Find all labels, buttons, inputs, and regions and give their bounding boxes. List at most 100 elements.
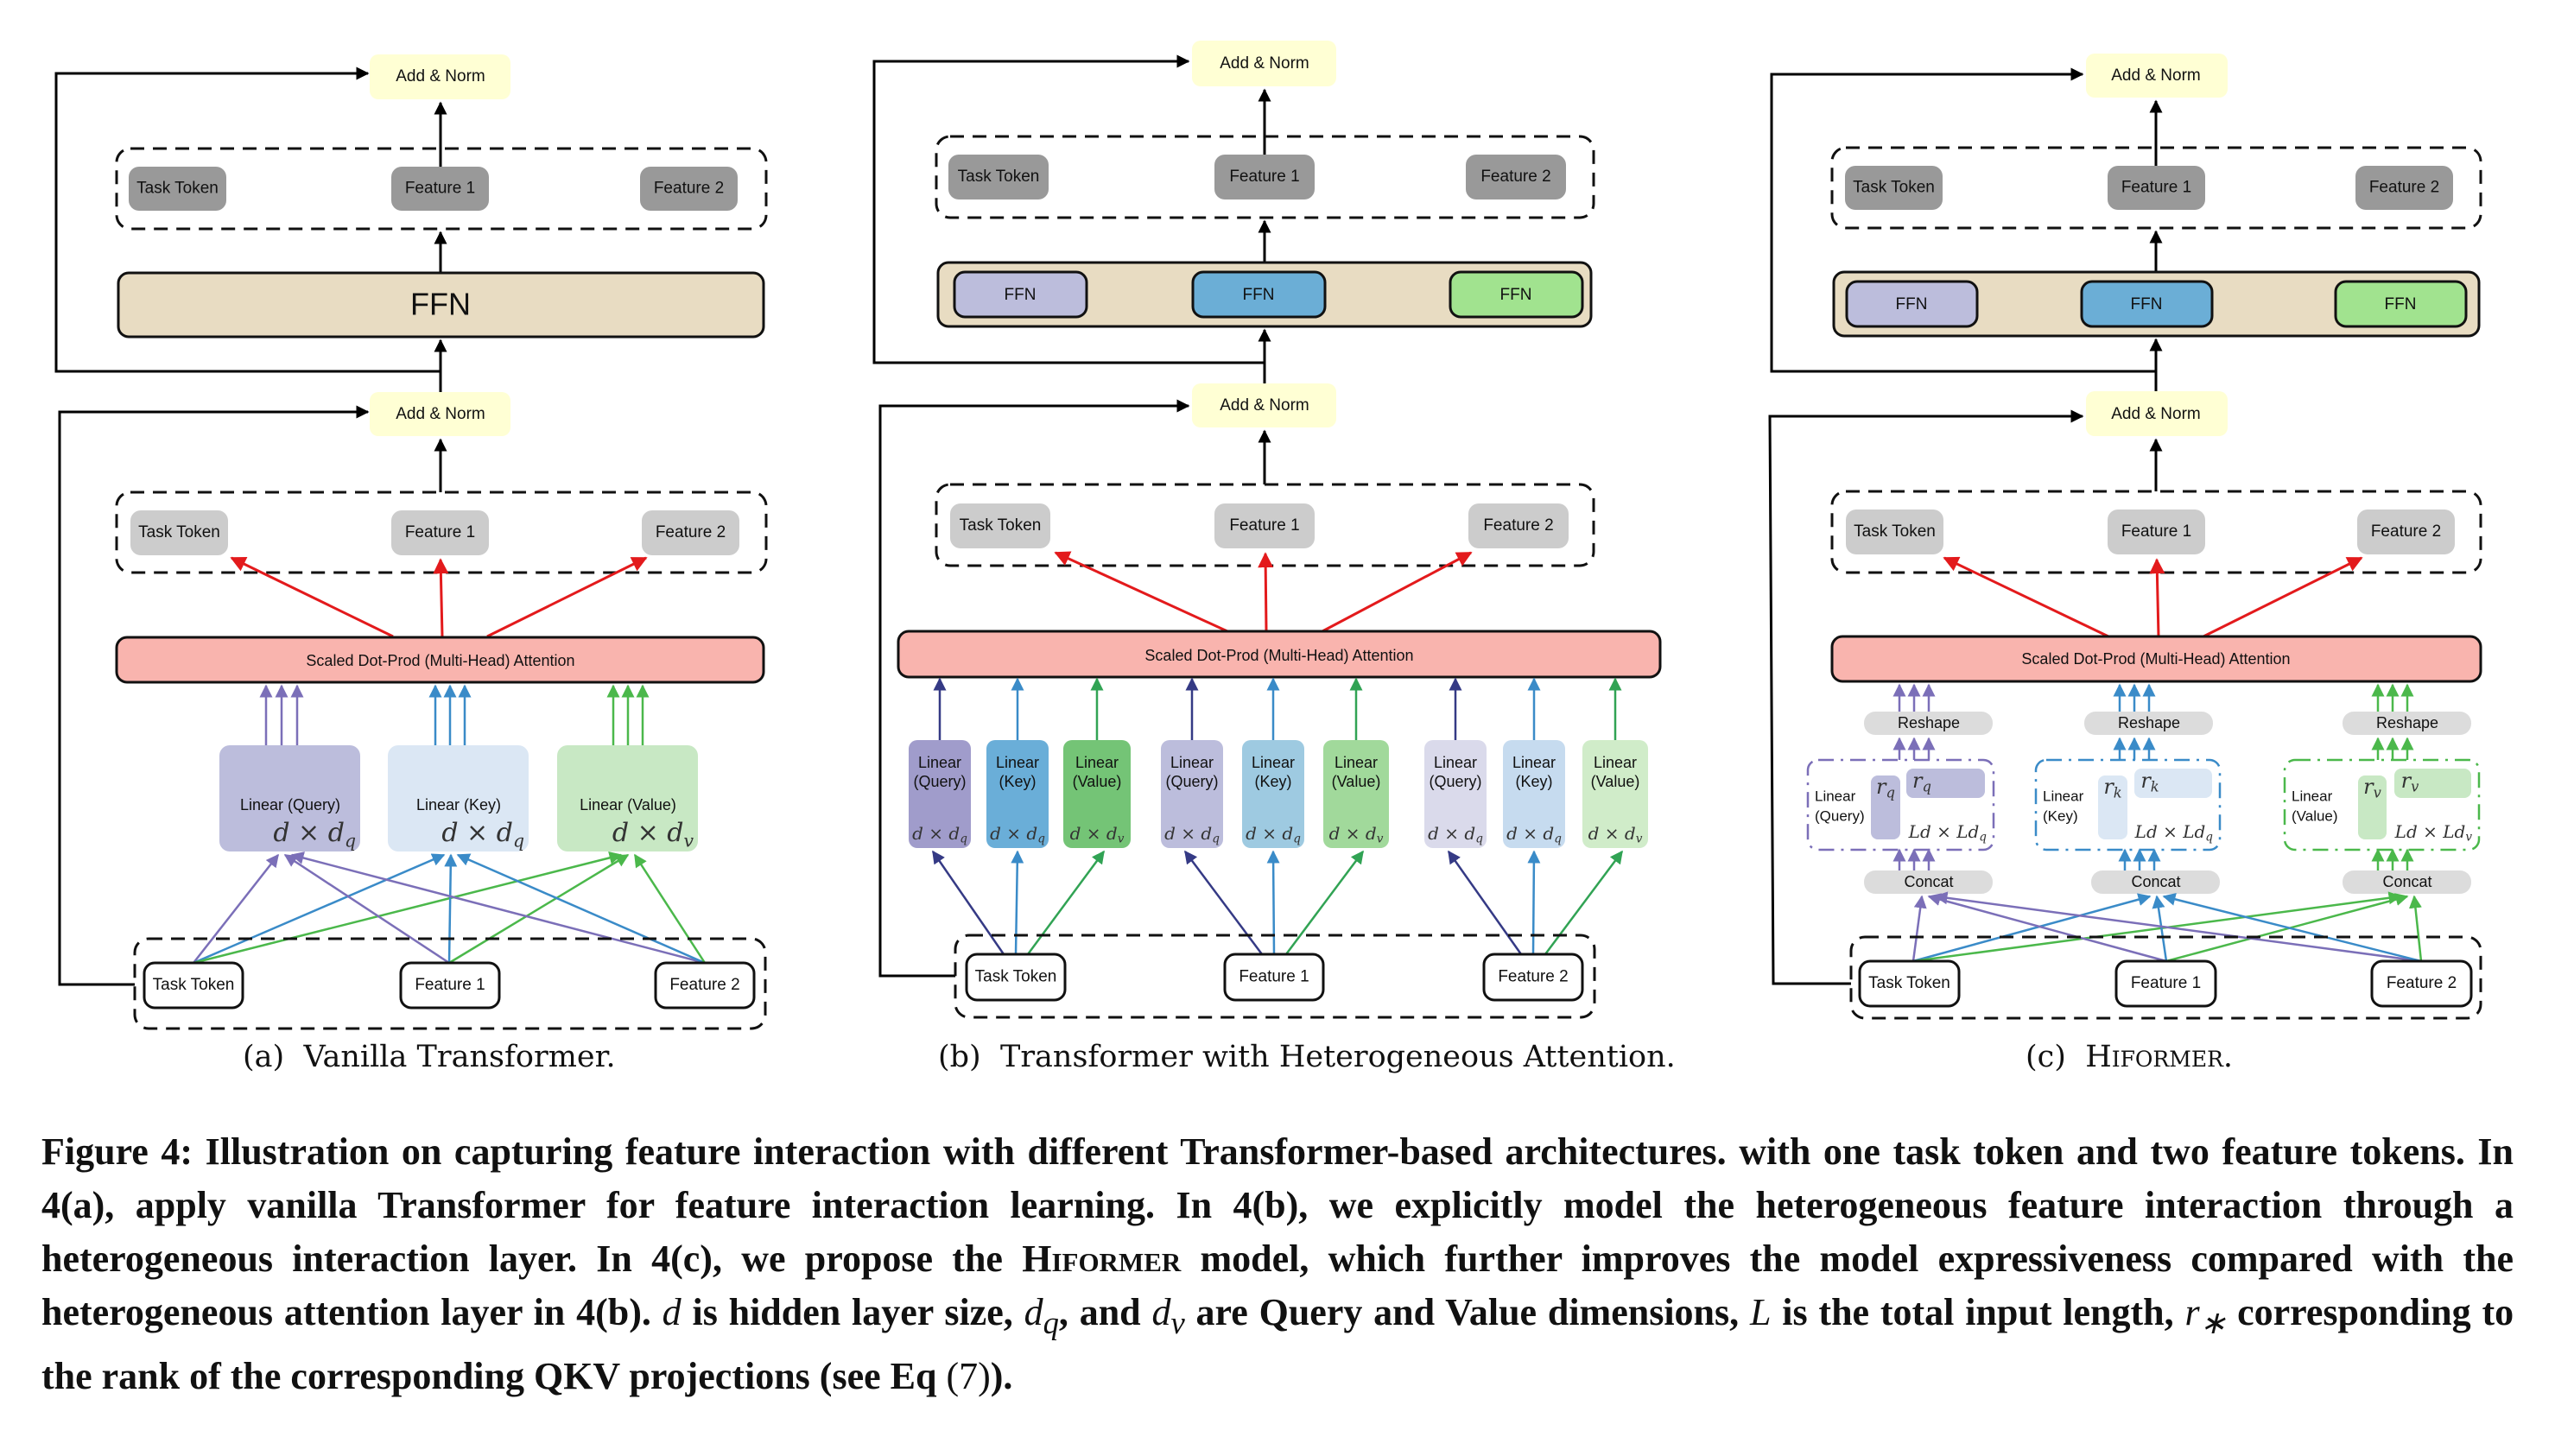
low-rank-linear-value-dims: Ld × Ldv xyxy=(2394,821,2473,845)
concat-key xyxy=(2091,870,2220,894)
attention-label: Scaled Dot-Prod (Multi-Head) Attention xyxy=(2021,650,2290,668)
linear-value-1-dims: d × dv xyxy=(1070,823,1125,846)
linear-key-3-dims: d × dq xyxy=(1506,823,1562,846)
skip-connection-ffn xyxy=(1770,67,2156,373)
attn-out-token-1 xyxy=(950,503,1050,548)
input-arrow-to-concat-query-1 xyxy=(1911,895,1927,962)
input-token-2 xyxy=(1223,953,1325,1002)
add-norm-bottom xyxy=(1192,383,1336,427)
rank-symbol-horizontal-key: rk xyxy=(2140,769,2159,795)
attention-arrow-feature2 xyxy=(2203,556,2363,638)
linear-value-label: Linear (Value) xyxy=(580,796,676,813)
input-arrow-to-concat-query-3 xyxy=(1934,891,2422,963)
low-rank-linear-key-label-line1: Linear xyxy=(2043,788,2084,804)
low-rank-linear-query-group xyxy=(1806,758,1995,851)
add-norm-bottom-label: Add & Norm xyxy=(1220,396,1309,415)
input-arrow-to-query-3 xyxy=(290,851,706,965)
input-token-label-3: Feature 2 xyxy=(669,976,739,994)
low-rank-linear-query-label-line1: Linear xyxy=(1815,788,1856,804)
output-token-label-3: Feature 2 xyxy=(2369,179,2439,197)
ffn-block xyxy=(117,271,765,339)
linear-query-dims: d × dq xyxy=(273,818,356,851)
linear-key-3-label-line1: Linear xyxy=(1512,754,1556,771)
caption-text-8: ). xyxy=(990,1354,1013,1397)
attn-out-token-2 xyxy=(391,510,489,555)
linear-value-box xyxy=(557,745,698,851)
linear-query-2 xyxy=(1161,740,1223,848)
concat-key-label: Concat xyxy=(2131,873,2180,890)
subcaption-c-text: Hiformer. xyxy=(2085,1040,2234,1074)
attention-label: Scaled Dot-Prod (Multi-Head) Attention xyxy=(1144,647,1413,664)
subcaption-b-text: Transformer with Heterogeneous Attention… xyxy=(999,1040,1676,1074)
attn-out-token-label-1: Task Token xyxy=(960,516,1042,535)
add-norm-bottom xyxy=(370,392,510,436)
subcaption-a-label: (a) xyxy=(243,1040,285,1074)
input-token-label-1: Task Token xyxy=(153,976,235,994)
skip-connection-attention xyxy=(878,399,1190,978)
token-to-linear-arrow-value-1 xyxy=(1026,850,1106,955)
attn-out-token-label-2: Feature 1 xyxy=(2121,522,2191,541)
attn-out-token-1 xyxy=(130,510,228,555)
linear-value-2-label-line1: Linear xyxy=(1335,754,1378,771)
subcaption-a-text: Vanilla Transformer. xyxy=(303,1040,616,1074)
linear-query-1-label-line1: Linear xyxy=(918,754,961,771)
reshape-query xyxy=(1864,712,1993,735)
linear-query-3-label-line2: (Query) xyxy=(1429,773,1481,790)
input-token-label-2: Feature 1 xyxy=(2131,974,2201,992)
linear-value-2-label-line2: (Value) xyxy=(1332,773,1381,790)
attention-arrow-feature1 xyxy=(2149,558,2165,637)
output-token-label-1: Task Token xyxy=(1853,179,1935,197)
input-arrow-to-value-3 xyxy=(633,853,707,964)
attn-out-token-3 xyxy=(2357,510,2455,554)
linear-key-3-label-line2: (Key) xyxy=(1515,773,1552,790)
linear-query-2-label-line2: (Query) xyxy=(1165,773,1218,790)
input-token-1 xyxy=(143,961,244,1010)
attn-out-token-3 xyxy=(1468,503,1569,548)
input-arrow-to-key-2 xyxy=(444,853,458,964)
low-rank-linear-query-dims: Ld × Ldq xyxy=(1908,821,1988,845)
linear-query-1-label-line2: (Query) xyxy=(913,773,966,790)
skip-connection-ffn xyxy=(872,54,1265,364)
linear-query-3 xyxy=(1424,740,1487,848)
ffn-feature2 xyxy=(1449,270,1584,319)
token-to-linear-arrow-key-3 xyxy=(1527,850,1541,955)
caption-text-3: is hidden layer size, xyxy=(692,1291,1013,1333)
input-token-3 xyxy=(654,961,756,1010)
output-token-2 xyxy=(391,167,489,211)
input-arrow-to-concat-key-3 xyxy=(2162,893,2422,963)
input-token-2 xyxy=(399,961,501,1010)
output-token-1 xyxy=(129,167,226,211)
attn-out-token-1 xyxy=(1846,510,1943,554)
reshape-key xyxy=(2084,712,2213,735)
ffn-feature2 xyxy=(2334,280,2468,328)
input-token-group xyxy=(954,934,1596,1019)
token-to-linear-arrow-query-3 xyxy=(1447,850,1523,955)
attention-block xyxy=(897,630,1662,679)
attn-out-token-label-2: Feature 1 xyxy=(1229,516,1299,535)
caption-symbol-dv: dv xyxy=(1151,1291,1185,1340)
output-token-3 xyxy=(640,167,738,211)
output-token-3 xyxy=(2355,166,2453,210)
output-token-label-1: Task Token xyxy=(958,168,1040,186)
linear-value-3-label-line1: Linear xyxy=(1594,754,1637,771)
linear-key-2-dims: d × dq xyxy=(1246,823,1301,846)
linear-value-2-dims: d × dv xyxy=(1329,823,1384,846)
attention-label: Scaled Dot-Prod (Multi-Head) Attention xyxy=(306,652,574,669)
skip-connection-attention xyxy=(58,405,370,986)
rank-factor-horizontal-key xyxy=(2134,769,2212,798)
linear-key-1 xyxy=(986,740,1049,848)
input-token-label-1: Task Token xyxy=(1868,974,1950,992)
input-token-label-3: Feature 2 xyxy=(1498,968,1568,986)
ffn-label-3: FFN xyxy=(1500,286,1532,304)
linear-value-1 xyxy=(1063,740,1131,848)
output-token-label-3: Feature 2 xyxy=(1480,168,1550,186)
attention-arrow-feature1 xyxy=(433,558,449,637)
linear-query-3-dims: d × dq xyxy=(1428,823,1483,846)
add-norm-top-label: Add & Norm xyxy=(2111,66,2200,85)
caption-text-2: model, which further improves the model … xyxy=(41,1238,2514,1333)
output-token-2 xyxy=(2108,166,2205,210)
attention-arrow-task xyxy=(1943,556,2109,638)
linear-key-2-label-line2: (Key) xyxy=(1254,773,1291,790)
rank-factor-vertical-query xyxy=(1871,775,1900,839)
